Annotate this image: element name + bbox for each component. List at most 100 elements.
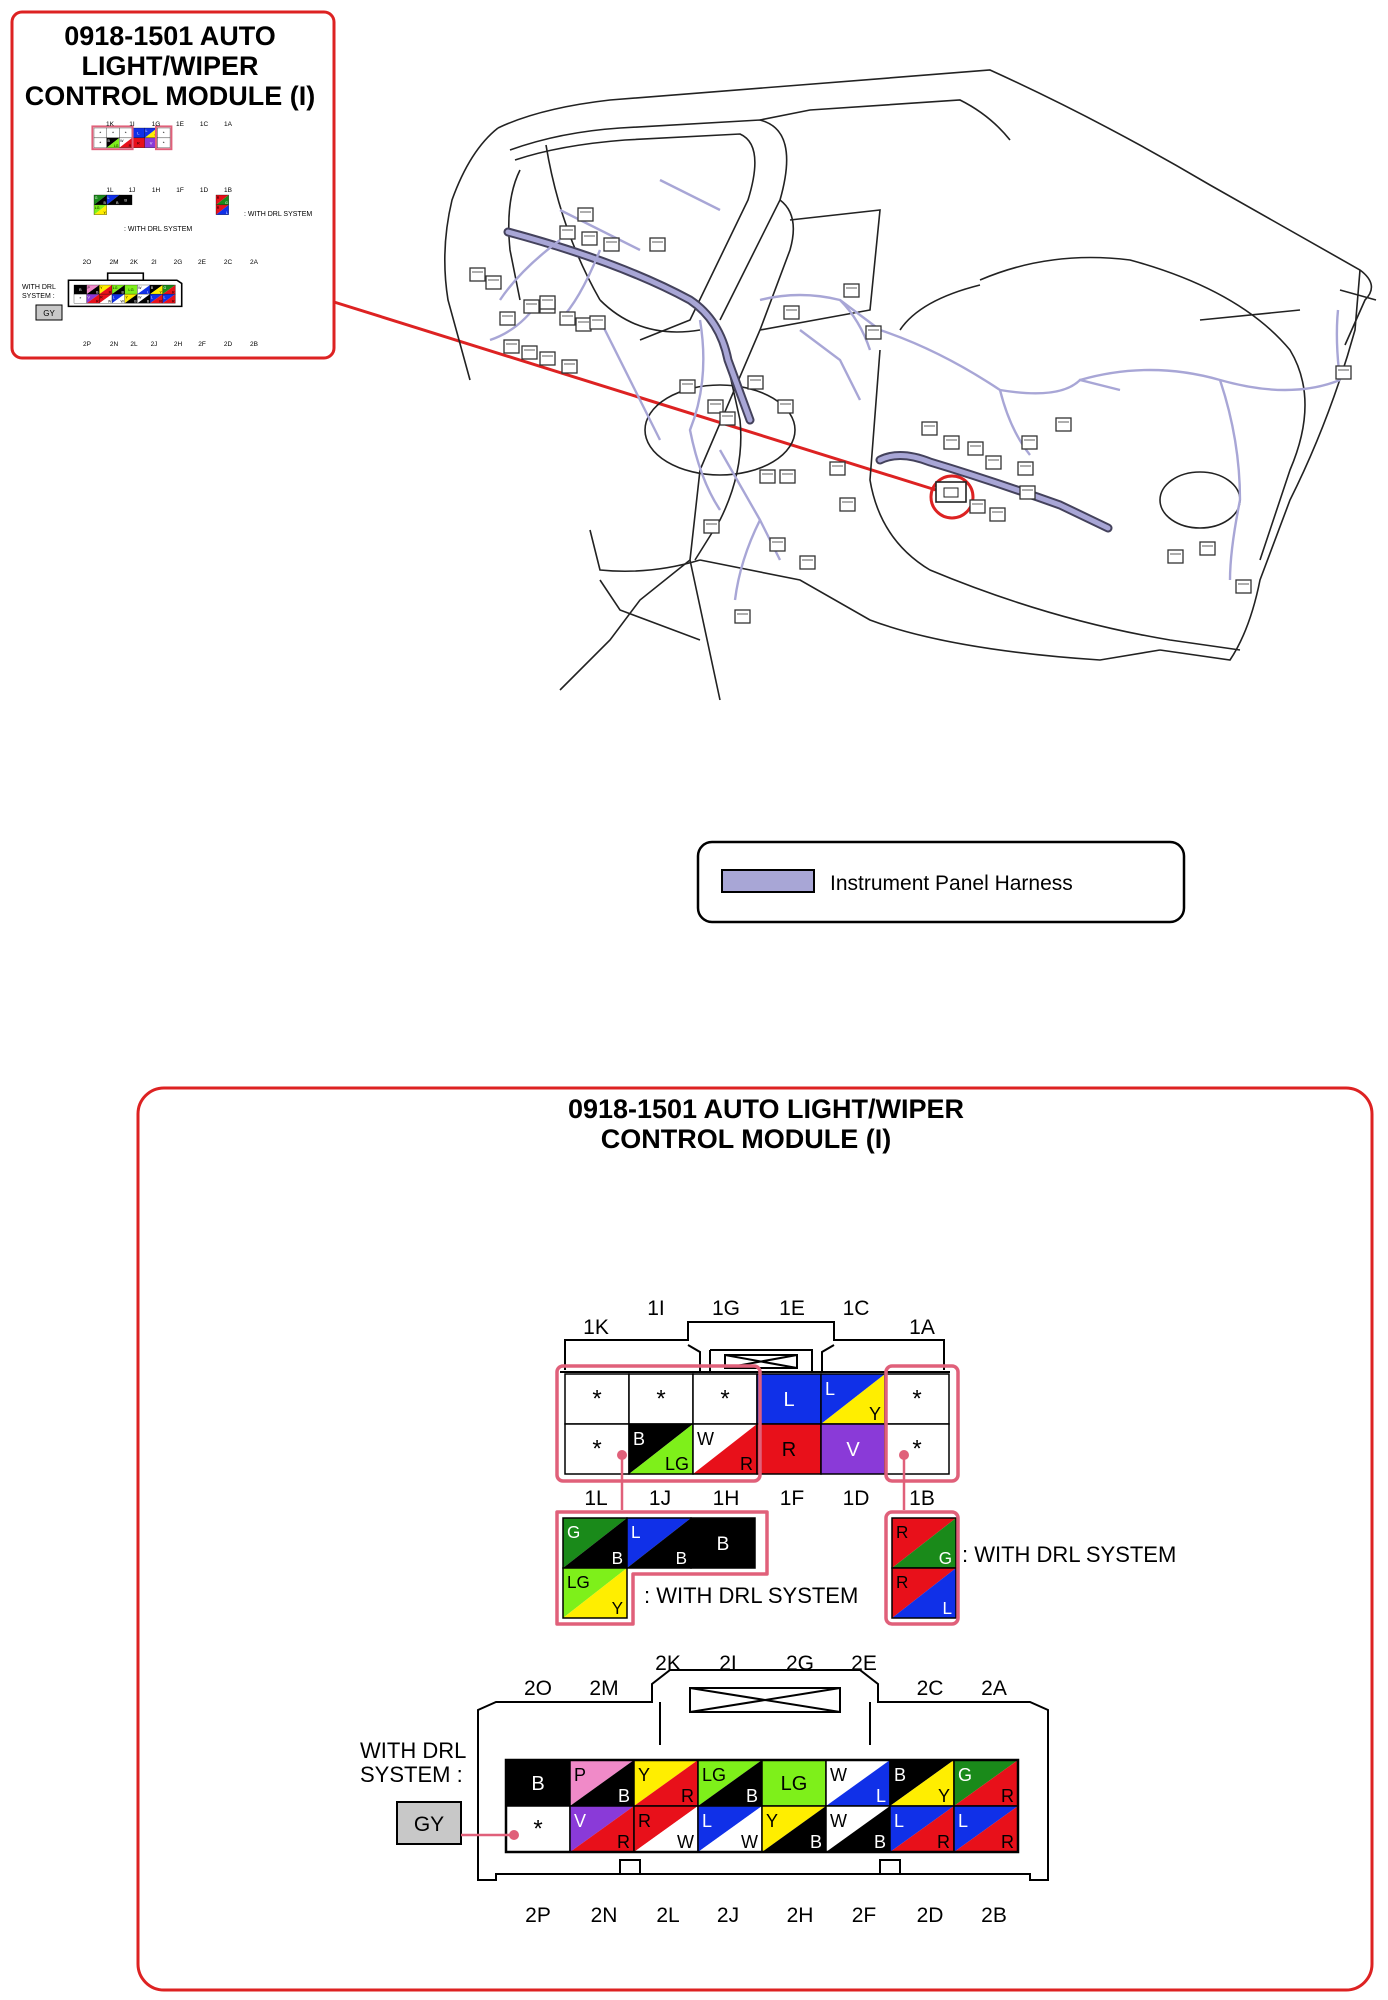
terminal-stripe-code: L <box>147 290 149 294</box>
terminal-main-color <box>119 137 133 148</box>
detail-frame <box>136 1086 1374 1992</box>
terminal-cell: R <box>756 1423 822 1475</box>
terminal-stripe-code: W <box>741 1832 758 1852</box>
terminal-cell: LB <box>626 1517 692 1569</box>
terminal-main-color <box>826 1806 890 1852</box>
pin-label: 2M <box>109 259 118 266</box>
terminal-code: R <box>782 1439 796 1461</box>
harness-connector-icon <box>985 455 1002 470</box>
drl-prefix-line-2: SYSTEM : <box>360 1762 463 1787</box>
terminal-code: R <box>638 1811 651 1831</box>
terminal-border <box>93 204 107 215</box>
terminal-stripe-color <box>106 195 120 205</box>
pin-label: 2I <box>719 1652 737 1675</box>
terminal-fill <box>505 1759 571 1807</box>
harness-connector-icon <box>523 299 540 314</box>
harness-connector-icon <box>843 283 860 298</box>
terminal-stripe-code: L <box>876 1786 886 1806</box>
pin-label: 2J <box>717 1904 739 1927</box>
terminal-cell: * <box>564 1373 630 1425</box>
terminal-main-color <box>570 1806 634 1852</box>
terminal-cell: RL <box>891 1567 957 1619</box>
terminal-code: W <box>830 1811 847 1831</box>
terminal-stripe-code: R <box>937 1832 950 1852</box>
terminal-border <box>820 1373 886 1425</box>
terminal-code: * <box>163 140 165 146</box>
terminal-fill <box>756 1373 822 1425</box>
terminal-stripe-code: R <box>172 290 175 294</box>
terminal-fill <box>820 1423 886 1475</box>
harness-connector-icon <box>469 267 486 282</box>
callout-line <box>333 300 937 492</box>
terminal-code: V <box>574 1811 586 1831</box>
pin-label: 1C <box>843 1297 870 1320</box>
pin-label: 2B <box>981 1904 1007 1927</box>
terminal-fill <box>564 1423 630 1475</box>
terminal-cell: B <box>505 1759 571 1807</box>
terminal-fill <box>884 1373 950 1425</box>
terminal-cell: RG <box>891 1517 957 1569</box>
harness-connector-icon <box>703 519 720 534</box>
inset-title-line-3: CONTROL MODULE (I) <box>25 81 315 111</box>
pin-label: 1G <box>712 1297 740 1320</box>
terminal-stripe-code: B <box>874 1832 886 1852</box>
pin-label: 1B <box>224 187 232 194</box>
terminal-main-color <box>86 285 100 295</box>
terminal-code: R <box>896 1523 908 1542</box>
harness-connector-icon <box>1019 485 1036 500</box>
terminal-cell: WL <box>137 284 151 294</box>
terminal-code: W <box>138 286 142 290</box>
pin-label: 2L <box>130 341 138 348</box>
terminal-border <box>889 1805 955 1853</box>
terminal-cell: RL <box>215 204 229 215</box>
pin-label: 2N <box>110 341 119 348</box>
terminal-main-color <box>821 1374 885 1424</box>
terminal-border <box>953 1759 1019 1807</box>
pin-label: 1A <box>224 121 233 128</box>
terminal-main-color <box>892 1518 956 1568</box>
terminal-cell: LR <box>162 293 176 303</box>
drl-group-right-outline <box>884 1364 960 1483</box>
terminal-stripe-color <box>954 1760 1018 1806</box>
terminal-cell: GB <box>93 194 107 205</box>
terminal-stripe-color <box>826 1760 890 1806</box>
connector-1-housing <box>560 1321 950 1373</box>
terminal-stripe-code: R <box>1001 1832 1014 1852</box>
terminal-stripe-color <box>698 1760 762 1806</box>
harness-connector-icon <box>1335 365 1352 380</box>
harness-connector-icon <box>679 379 696 394</box>
terminal-stripe-code: R <box>1001 1786 1014 1806</box>
terminal-code: B <box>894 1765 906 1785</box>
inset-mini-outline <box>154 125 173 151</box>
terminal-cell: LG <box>124 284 138 295</box>
terminal-code: L <box>894 1811 904 1831</box>
terminal-code: Y <box>100 286 103 290</box>
terminal-stripe-code: R <box>96 299 99 303</box>
harness-connector-icon <box>777 399 794 414</box>
terminal-code: R <box>100 295 103 299</box>
pin-label: 2C <box>917 1677 944 1700</box>
terminal-stripe-code: W <box>677 1832 694 1852</box>
inset-frame <box>10 10 336 360</box>
terminal-cell: * <box>628 1373 694 1425</box>
harness-connector-icon <box>539 295 556 310</box>
terminal-stripe-color <box>693 1424 757 1474</box>
terminal-stripe-code: LG <box>665 1454 689 1474</box>
terminal-fill <box>157 137 171 148</box>
terminal-cell: * <box>884 1423 950 1475</box>
harness-connectors <box>469 207 1352 624</box>
terminal-main-color <box>563 1568 627 1618</box>
pin-label: 2O <box>524 1677 552 1700</box>
terminal-code: W <box>697 1429 714 1449</box>
inset-title-line-1: 0918-1501 AUTO <box>64 21 276 51</box>
harness-connector-icon <box>589 315 606 330</box>
harness-connector-icon <box>1021 435 1038 450</box>
harness-connector-icon <box>943 435 960 450</box>
terminal-cell: WR <box>692 1423 758 1475</box>
terminal-stripe-code: B <box>122 290 125 294</box>
terminal-border <box>633 1759 699 1807</box>
terminal-cell: LGB <box>697 1759 763 1807</box>
